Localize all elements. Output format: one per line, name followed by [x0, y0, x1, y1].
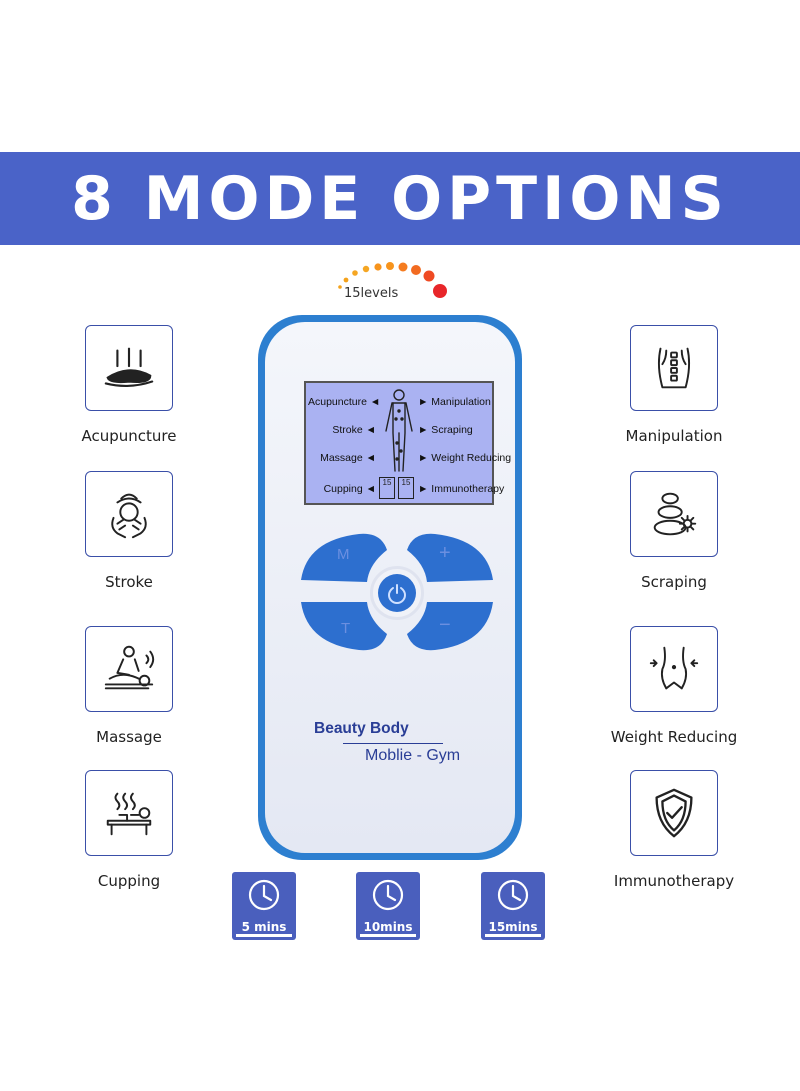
mode-stroke: Stroke	[44, 471, 214, 591]
mode-acupuncture: Acupuncture	[44, 325, 214, 445]
mode-immunotherapy: Immunotherapy	[589, 770, 759, 890]
stroke-hands-icon	[111, 493, 147, 539]
power-icon	[387, 584, 407, 604]
mode-weight-reducing: Weight Reducing	[589, 626, 759, 746]
timer-underline	[485, 934, 541, 937]
timer-button[interactable]: T	[341, 620, 351, 637]
mode-box	[85, 626, 173, 712]
level-dots-icon	[338, 262, 447, 298]
banner-title: 8 MODE OPTIONS	[71, 163, 729, 234]
mode-massage: Massage	[44, 626, 214, 746]
mode-label: Massage	[96, 728, 162, 746]
mode-cupping: Cupping	[44, 770, 214, 890]
brand-name: Beauty Body	[314, 720, 409, 737]
screen-mode-label: ► Immunotherapy	[418, 483, 505, 495]
model-name: Moblie - Gym	[365, 747, 461, 764]
mode-label: Weight Reducing	[610, 728, 738, 746]
acupuncture-needles-icon	[104, 347, 154, 387]
mode-label: Stroke	[105, 573, 153, 591]
shield-check-icon	[655, 788, 693, 838]
mode-label: Manipulation	[625, 427, 723, 445]
plus-button[interactable]: +	[439, 542, 451, 564]
timer-label: 5 mins	[241, 920, 287, 934]
mode-box	[85, 325, 173, 411]
waist-slimming-icon	[649, 646, 699, 690]
timer-10-mins: 10mins	[356, 872, 420, 940]
mode-manipulation: Manipulation	[589, 325, 759, 445]
control-pad: M + T −	[297, 530, 497, 654]
mode-box	[630, 770, 718, 856]
title-banner: 8 MODE OPTIONS	[0, 152, 800, 245]
mode-button[interactable]: M	[337, 546, 350, 563]
brand-divider	[343, 743, 443, 744]
mode-box	[630, 325, 718, 411]
levels-indicator: 15levels	[330, 258, 460, 304]
mode-label: Scraping	[641, 573, 707, 591]
screen-mode-label: ► Scraping	[418, 424, 473, 436]
timer-label: 10mins	[363, 920, 413, 934]
timer-15-mins: 15mins	[481, 872, 545, 940]
mode-label: Acupuncture	[81, 427, 177, 445]
levels-text: 15levels	[344, 286, 399, 301]
screen-mode-label: ► Weight Reducing	[418, 452, 512, 464]
screen-level-right: 15	[398, 477, 414, 499]
clock-icon	[372, 879, 404, 911]
massager-device: Acupuncture ◄ Stroke ◄ Massage ◄ Cupping…	[258, 315, 522, 860]
clock-icon	[497, 879, 529, 911]
mode-box	[85, 471, 173, 557]
mode-box	[85, 770, 173, 856]
screen-mode-label: Acupuncture ◄	[308, 396, 381, 408]
timer-label: 15mins	[488, 920, 538, 934]
stones-scraping-icon	[653, 492, 697, 536]
screen-mode-label: Stroke ◄	[332, 424, 376, 436]
control-buttons-shape	[301, 533, 493, 651]
screen-mode-label: Massage ◄	[320, 452, 376, 464]
timer-5-mins: 5 mins	[232, 872, 296, 940]
mode-scraping: Scraping	[589, 471, 759, 591]
cupping-icon	[106, 792, 152, 836]
screen-mode-label: Cupping ◄	[323, 483, 376, 495]
mode-label: Cupping	[97, 872, 161, 890]
mode-box	[630, 471, 718, 557]
screen-mode-label: ► Manipulation	[418, 396, 491, 408]
clock-icon	[248, 879, 280, 911]
power-button[interactable]	[370, 566, 424, 620]
mode-label: Immunotherapy	[613, 872, 735, 890]
mode-box	[630, 626, 718, 712]
massage-icon	[104, 645, 155, 690]
timer-underline	[236, 934, 292, 937]
screen-level-left: 15	[379, 477, 395, 499]
spine-manipulation-icon	[657, 347, 691, 389]
minus-button[interactable]: −	[439, 614, 451, 636]
timer-underline	[360, 934, 416, 937]
body-figure-icon	[385, 389, 413, 472]
lcd-screen: Acupuncture ◄ Stroke ◄ Massage ◄ Cupping…	[304, 381, 511, 505]
device-body: Acupuncture ◄ Stroke ◄ Massage ◄ Cupping…	[265, 322, 515, 853]
